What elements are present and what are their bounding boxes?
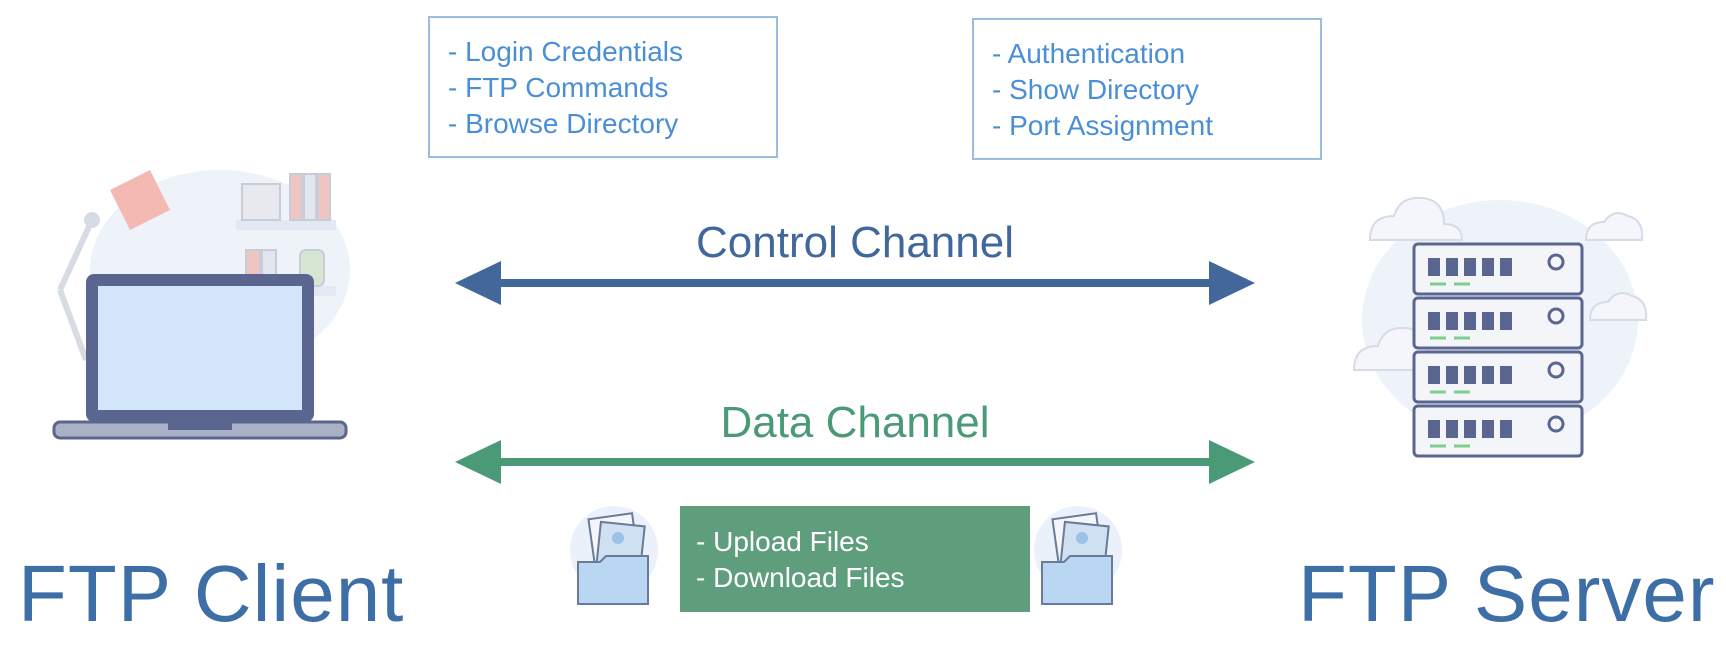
data-transfer-item: - Download Files: [696, 562, 905, 593]
laptop-icon: [52, 170, 350, 440]
data-transfer-item: - Upload Files: [696, 526, 869, 557]
control-channel-arrow: [455, 261, 1255, 305]
client-command-item: - FTP Commands: [448, 72, 669, 103]
server-response-item: - Show Directory: [992, 74, 1199, 105]
client-commands-box: - Login Credentials - FTP Commands - Bro…: [428, 16, 778, 158]
data-channel-label: Data Channel: [720, 398, 990, 447]
ftp-client-title: FTP Client: [18, 549, 405, 638]
folder-images-icon: [570, 506, 658, 605]
data-transfer-box: - Upload Files - Download Files: [680, 506, 1030, 612]
server-response-item: - Authentication: [992, 38, 1186, 69]
client-command-item: - Login Credentials: [448, 36, 684, 67]
data-channel-arrow: [455, 440, 1255, 484]
control-channel-label: Control Channel: [696, 218, 1014, 267]
ftp-server-title: FTP Server: [1298, 549, 1716, 638]
server-responses-box: - Authentication - Show Directory - Port…: [972, 18, 1322, 160]
server-rack-icon: [1352, 196, 1648, 458]
server-response-item: - Port Assignment: [992, 110, 1213, 141]
client-command-item: - Browse Directory: [448, 108, 679, 139]
folder-images-icon: [1034, 506, 1122, 605]
